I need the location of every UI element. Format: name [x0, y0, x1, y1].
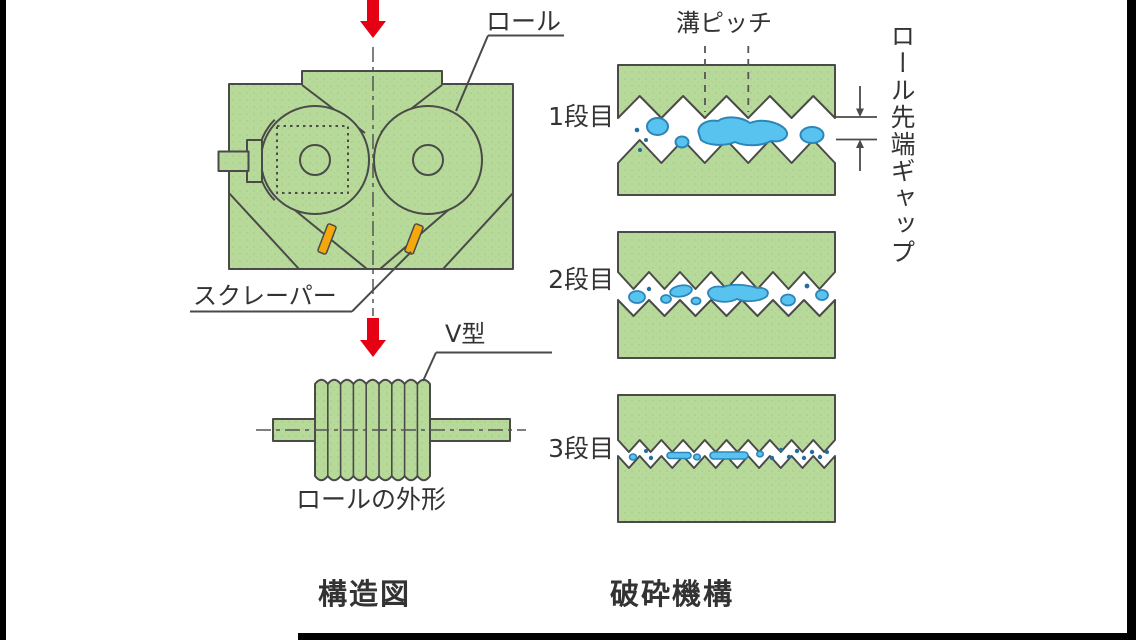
stage2-label: 2段目: [548, 265, 614, 294]
stage3-label: 3段目: [548, 434, 614, 463]
v-type-label: V型: [445, 320, 486, 348]
scraper-label-leader: [351, 251, 412, 313]
frame-bar-left: [0, 0, 6, 640]
stage3-upper-roll-section: [617, 394, 836, 453]
groove-pitch-markers: [704, 46, 750, 112]
stage1-material-blobs: [634, 116, 825, 152]
stage3-material-particles: [628, 447, 829, 461]
structure-diagram-caption: 構造図: [318, 577, 412, 611]
scraper-label: スクレーパー: [193, 282, 337, 310]
stage2-material-blobs: [628, 283, 829, 307]
stage1-upper-roll-section: [617, 64, 836, 119]
v-type-label-leader: [422, 352, 437, 382]
roll-label: ロール: [486, 7, 562, 36]
drive-shaft: [217, 150, 250, 172]
roll-dashed-outline: [276, 125, 349, 194]
feed-direction-arrow-top: [360, 0, 386, 38]
crushing-mechanism-caption: 破砕機構: [610, 577, 735, 611]
right-roll-shaft-hole: [412, 144, 444, 176]
frame-bar-bottom: [298, 633, 1136, 640]
structure-diagram: [190, 0, 564, 482]
roll-outline-label: ロールの外形: [296, 485, 447, 514]
housing-chamfer-right: [442, 192, 514, 270]
feed-direction-arrow-bottom: [360, 318, 386, 357]
gap-dimension: [836, 86, 877, 171]
roll-tip-gap-label: ロール先端ギャップ: [887, 23, 916, 266]
housing-chamfer-left: [228, 192, 300, 270]
groove-pitch-label: 溝ピッチ: [676, 9, 772, 37]
left-scraper: [317, 223, 337, 255]
stage1-lower-roll-section: [617, 139, 836, 196]
frame-bar-right: [1127, 0, 1136, 640]
crushing-mechanism-diagram: [617, 46, 877, 523]
stage1-label: 1段目: [548, 102, 614, 131]
roll-label-leader: [455, 35, 489, 112]
left-roll-shaft-hole: [299, 144, 331, 176]
stage3-lower-roll-section: [617, 455, 836, 523]
right-roll: [373, 105, 483, 215]
stage2-lower-roll-section: [617, 299, 836, 359]
stage2-upper-roll-section: [617, 231, 836, 290]
